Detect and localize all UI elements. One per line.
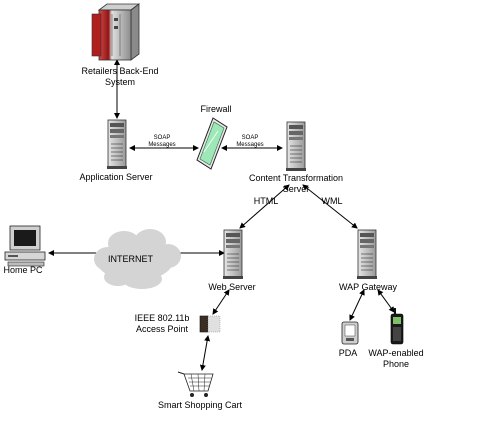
access-point-label: IEEE 802.11b Access Point — [134, 313, 190, 334]
server-tower-icon — [222, 229, 244, 280]
shopping-cart-label: Smart Shopping Cart — [157, 400, 243, 410]
soap-messages-label-right: SOAP Messages — [236, 135, 264, 148]
server-tower-icon — [106, 119, 128, 170]
wap-phone-label: WAP-enabled Phone — [368, 348, 424, 369]
edge-wap-pda — [349, 289, 365, 321]
soap-messages-label-left: SOAP Messages — [148, 135, 176, 148]
desktop-pc-icon — [4, 225, 46, 267]
edge-webserver-accesspoint — [212, 289, 230, 315]
server-tower-icon — [285, 121, 307, 172]
pda-label: PDA — [338, 348, 358, 358]
server-tower-icon — [356, 229, 378, 280]
html-edge-label: HTML — [253, 196, 279, 206]
shopping-cart-icon — [177, 371, 214, 397]
application-server-label: Application Server — [79, 172, 153, 182]
web-server-label: Web Server — [208, 282, 256, 292]
firewall-label: Firewall — [200, 104, 232, 114]
content-transformation-server-label: Content Transformation Server — [248, 173, 344, 194]
pda-icon — [341, 321, 359, 345]
home-pc-label: Home PC — [3, 265, 43, 275]
edge-cts-webserver — [239, 184, 290, 229]
wml-edge-label: WML — [321, 196, 343, 206]
internet-label: INTERNET — [108, 254, 153, 264]
mainframe-icon — [91, 3, 141, 61]
edge-wap-phone — [377, 289, 395, 313]
edge-accesspoint-cart — [199, 335, 211, 371]
wap-gateway-label: WAP Gateway — [338, 282, 398, 292]
cloud-icon — [94, 229, 181, 289]
edge-cts-wapgateway — [302, 184, 358, 229]
firewall-icon — [196, 117, 228, 170]
cell-phone-icon — [390, 308, 404, 345]
access-point-icon — [199, 315, 221, 333]
backend-system-label: Retailers Back-End System — [81, 66, 159, 87]
